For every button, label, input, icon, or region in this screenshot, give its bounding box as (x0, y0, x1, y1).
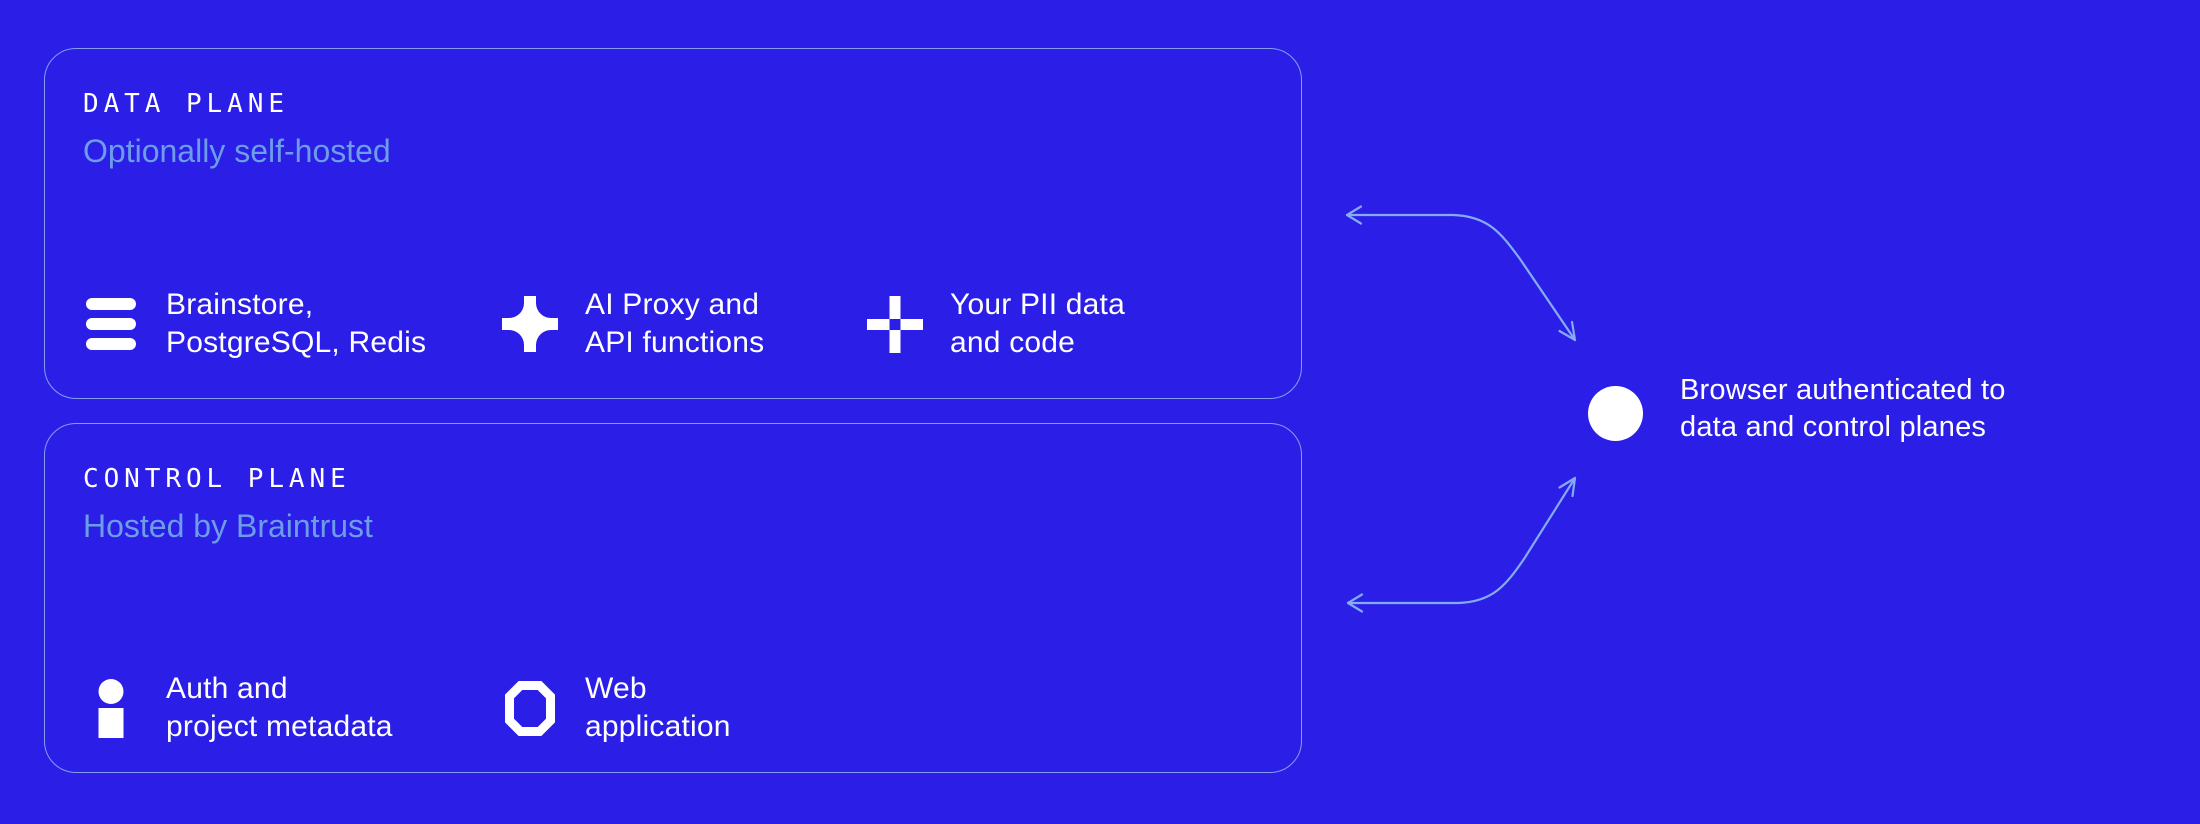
list-item-auth: Auth and project metadata (83, 670, 502, 746)
item-line: Your PII data (950, 288, 1125, 321)
data-plane-arrow (1345, 205, 1577, 342)
control-plane-arrow (1346, 476, 1577, 613)
data-plane-box: DATA PLANE Optionally self-hosted Brains… (44, 48, 1302, 399)
person-icon (83, 678, 139, 738)
data-plane-subtitle: Optionally self-hosted (83, 133, 391, 169)
stack-icon (83, 298, 139, 350)
browser-label-line: data and control planes (1680, 411, 1987, 443)
list-item-label: Web application (585, 670, 731, 746)
connector-arrows (1345, 205, 1577, 613)
octagon-icon (502, 680, 558, 736)
item-line: AI Proxy and (585, 288, 760, 321)
control-plane-subtitle: Hosted by Braintrust (83, 508, 373, 544)
item-line: Brainstore, (166, 288, 314, 321)
list-item-brainstore: Brainstore, PostgreSQL, Redis (83, 286, 502, 362)
list-item-web-app: Web application (502, 670, 731, 746)
browser-label: Browser authenticated to data and contro… (1680, 372, 2006, 446)
sparkle-icon (502, 296, 558, 352)
browser-label-line: Browser authenticated to (1680, 374, 2006, 406)
item-line: Web (585, 672, 647, 705)
item-line: API functions (585, 326, 765, 359)
browser-circle-icon (1588, 386, 1643, 441)
list-item-label: AI Proxy and API functions (585, 286, 764, 362)
item-line: application (585, 710, 731, 743)
list-item-label: Auth and project metadata (166, 670, 393, 746)
control-plane-items: Auth and project metadata Web applicatio… (83, 670, 731, 746)
item-line: and code (950, 326, 1076, 359)
item-line: project metadata (166, 710, 393, 743)
item-line: Auth and (166, 672, 288, 705)
list-item-ai-proxy: AI Proxy and API functions (502, 286, 867, 362)
item-line: PostgreSQL, Redis (166, 326, 427, 359)
list-item-pii-data: Your PII data and code (867, 286, 1125, 362)
data-plane-items: Brainstore, PostgreSQL, Redis AI Proxy a… (83, 286, 1125, 362)
data-plane-title: DATA PLANE (83, 89, 289, 119)
list-item-label: Brainstore, PostgreSQL, Redis (166, 286, 426, 362)
control-plane-title: CONTROL PLANE (83, 464, 351, 494)
plus-icon (867, 295, 923, 353)
list-item-label: Your PII data and code (950, 286, 1125, 362)
control-plane-box: CONTROL PLANE Hosted by Braintrust Auth … (44, 423, 1302, 773)
